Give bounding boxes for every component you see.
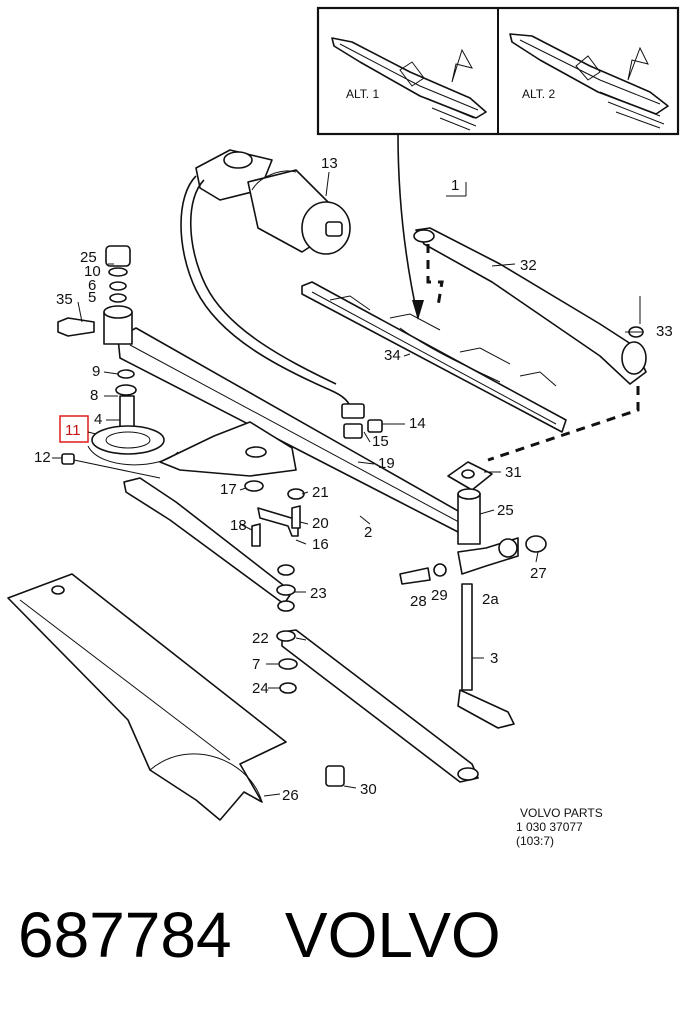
callout-20: 20 [312, 515, 329, 532]
connector-14-15 [341, 403, 383, 439]
right-pivot [399, 461, 547, 729]
wiring-harness [180, 175, 353, 413]
callout-32: 32 [520, 257, 537, 274]
callout-27: 27 [530, 565, 547, 582]
inset-arrow-head [412, 300, 424, 320]
group-label: 1 [446, 177, 467, 197]
callout-18: 18 [230, 517, 247, 534]
callout-35: 35 [56, 291, 73, 308]
callout-5: 5 [88, 289, 96, 306]
left-pivot [57, 245, 179, 479]
callout-17: 17 [220, 481, 237, 498]
inset-alt1-drawing [331, 37, 487, 131]
wiper-arm [413, 227, 647, 385]
callout-2a: 2a [482, 591, 499, 608]
footer-line2: 1 030 37077 [516, 820, 583, 834]
bushings [244, 480, 345, 787]
callout-3: 3 [490, 650, 498, 667]
callout-33: 33 [656, 323, 673, 340]
callout-16: 16 [312, 536, 329, 553]
callout-6: 6 [88, 277, 96, 294]
callout-29: 29 [431, 587, 448, 604]
callout-19: 19 [378, 455, 395, 472]
wiring-harness-outer [189, 179, 337, 385]
caption: 687784 VOLVO [18, 890, 678, 980]
highlighted-callout-text: 11 [65, 422, 81, 439]
callout-2: 2 [364, 524, 372, 541]
callout-25-left: 25 [80, 249, 97, 266]
dash-arm-pivot [487, 386, 640, 462]
footer-reference: VOLVO PARTS 1 030 37077 (103:7) [516, 806, 603, 848]
link-rod-upper [123, 477, 293, 605]
callout-30: 30 [360, 781, 377, 798]
link-rod-lower [281, 629, 479, 783]
callout-28: 28 [410, 593, 427, 610]
callout-10: 10 [84, 263, 101, 280]
footer-line1: VOLVO PARTS [520, 806, 603, 820]
callout-4: 4 [94, 411, 102, 428]
callout-labels: 13 25 10 6 5 35 9 8 4 12 32 33 34 14 15 … [34, 155, 673, 804]
callout-12: 12 [34, 449, 51, 466]
wiper-motor [195, 149, 351, 255]
brand-name: VOLVO [284, 899, 501, 971]
callout-9: 9 [92, 363, 100, 380]
callout-34: 34 [384, 347, 401, 364]
leader-lines [52, 171, 642, 797]
group-label-text: 1 [451, 177, 459, 194]
highlighted-callout: 11 [59, 415, 97, 443]
part-number: 687784 [18, 899, 232, 971]
exploded-parts-diagram: ALT. 1 ALT. 2 1 [7, 6, 680, 848]
callout-26: 26 [282, 787, 299, 804]
callout-8: 8 [90, 387, 98, 404]
callout-24: 24 [252, 680, 269, 697]
cover-panel [7, 573, 287, 821]
callout-14: 14 [409, 415, 426, 432]
callout-23: 23 [310, 585, 327, 602]
footer-line3: (103:7) [516, 834, 554, 848]
inset-alt2-label: ALT. 2 [522, 87, 555, 101]
callout-7: 7 [252, 656, 260, 673]
wiper-blade [301, 281, 567, 433]
callout-21: 21 [312, 484, 329, 501]
callout-22: 22 [252, 630, 269, 647]
callout-13: 13 [321, 155, 338, 172]
callout-15: 15 [372, 433, 389, 450]
callout-25-right: 25 [497, 502, 514, 519]
dash-blade-arm [426, 244, 444, 307]
callout-31: 31 [505, 464, 522, 481]
inset-panel: ALT. 1 ALT. 2 [316, 6, 680, 136]
inset-arrow-line [397, 133, 419, 319]
inset-alt1-label: ALT. 1 [346, 87, 379, 101]
inset-alt2-drawing [509, 33, 669, 129]
